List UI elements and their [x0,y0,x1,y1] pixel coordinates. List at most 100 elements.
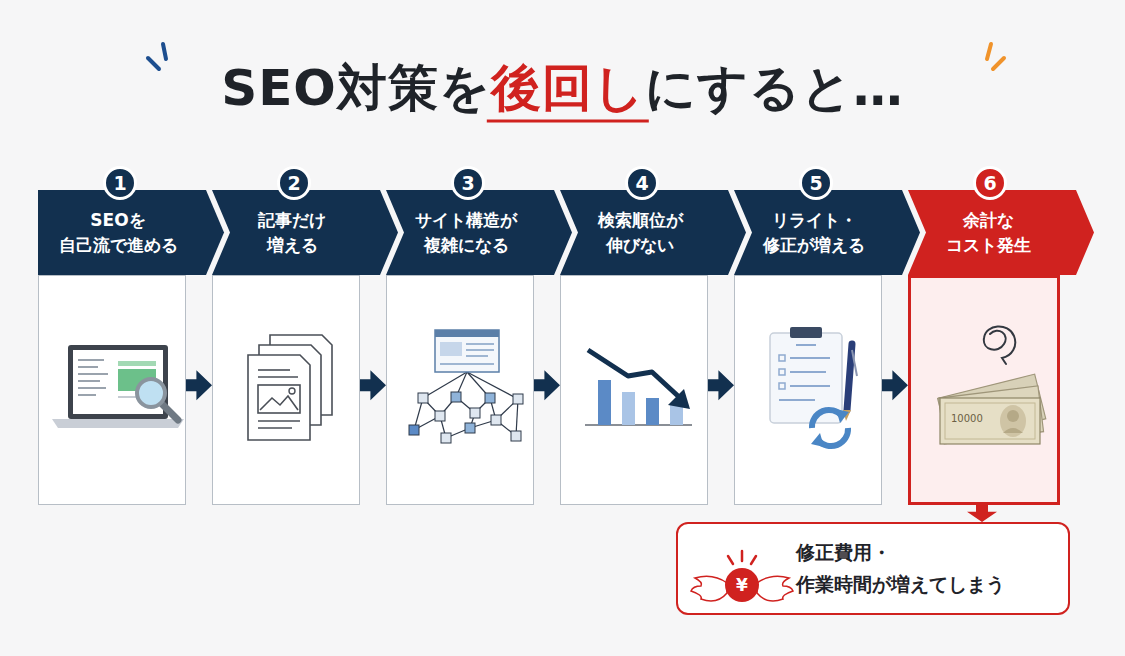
flow-arrow [534,370,560,400]
site-structure-icon-part-part [485,393,495,403]
site-structure-icon-part [466,343,494,345]
documents-icon-part [260,396,298,410]
site-structure-icon-part [466,349,494,351]
step-title: 記事だけ 増える [216,208,368,257]
documents-icon-part [289,388,295,394]
title-accent-part [987,44,991,59]
yen-icon-part [751,556,756,564]
laptop-icon [52,345,184,428]
step-number-text: 5 [809,174,822,193]
site-structure-icon-part-part [491,415,501,425]
laptop-icon-part [78,380,100,382]
site-structure-icon [409,330,523,443]
step-chevron: 余計な コスト発生6 [908,190,1056,505]
rewrite-icon-part [790,357,830,359]
rewrite-icon-part [779,355,785,361]
yen-icon-part [691,576,727,601]
rewrite-icon-part [779,383,785,389]
site-structure-icon-part-part [470,408,480,418]
step-number-text: 1 [113,174,126,193]
flow-arrow [967,505,997,522]
yen-icon-part [728,556,733,564]
chevron-fill [734,190,920,275]
money-icon-part [945,403,1035,439]
title-accent-part [993,58,1004,69]
site-structure-icon-part-part [451,392,461,402]
documents-icon-part [258,385,300,413]
yen-icon-part-part [757,576,793,601]
site-structure-icon-part-part [418,393,428,403]
arrow-shape [186,370,212,400]
header-area: 余計な コスト発生 [912,190,1064,275]
site-structure-icon-part-part [446,428,470,438]
site-structure-icon-part-part [496,399,518,420]
arrow-shape [967,505,997,522]
ranking-chart-icon-part [622,392,635,425]
header-area: 検索順位が 伸びない [564,190,716,275]
chevron-fill [212,190,398,275]
rewrite-icon-part [790,385,830,387]
ranking-chart-icon-part [670,405,683,425]
step-panel [560,275,708,505]
rewrite-icon-part [779,369,785,375]
ranking-chart-icon-part [598,380,611,425]
rewrite-icon-part [790,327,822,338]
site-structure-icon-part-part [456,397,475,413]
ranking-chart-icon [585,350,692,425]
step-number-text: 3 [461,174,474,193]
site-structure-icon-part-part [440,416,446,438]
laptop-icon-part [68,345,168,419]
site-structure-icon-part [409,392,523,443]
step-panel [734,275,882,505]
step-chevron: 検索順位が 伸びない4 [560,190,708,505]
site-structure-icon-part-part [467,372,490,398]
step-number: 5 [799,166,833,200]
laptop-icon-part [118,369,156,391]
step-number: 3 [451,166,485,200]
step-chevron: サイト構造が 複雑になる3 [386,190,534,505]
money-icon-part [1003,428,1023,433]
rewrite-icon-part [770,333,842,423]
laptop-icon-part [78,387,106,389]
step-chevron: SEOを 自己流で進める1 [38,190,186,505]
title-accent-part [148,58,159,69]
rewrite-icon-part [811,433,824,447]
rewrite-icon-part [812,410,842,428]
site-structure-icon-part-part [490,398,496,420]
step-number: 6 [973,166,1007,200]
step-title: サイト構造が 複雑になる [390,208,542,257]
step-number-text: 6 [983,174,996,193]
site-structure-icon-part [440,342,462,356]
laptop-icon-part [137,379,165,407]
documents-icon-part [258,420,300,422]
laptop-icon-part [162,404,178,420]
yen-icon-part [725,568,759,602]
chevron-shape [560,190,752,275]
documents-icon [248,335,332,440]
rewrite-icon-part [843,410,851,421]
money-icon-part [938,374,1046,443]
header-area: 記事だけ 増える [216,190,368,275]
header-area: リライト・ 修正が増える [738,190,890,275]
site-structure-icon-part-part [516,399,518,436]
arrow-shape [360,370,386,400]
site-structure-icon-part-part [441,433,451,443]
money-icon-part [940,398,1040,444]
rewrite-icon-part [847,344,852,410]
site-structure-icon-part-part [423,372,467,398]
rewrite-icon-part [790,371,826,373]
header-area: サイト構造が 複雑になる [390,190,542,275]
site-structure-icon-part-part [465,423,475,433]
step-chevron: 記事だけ 増える2 [212,190,360,505]
money-icon [938,326,1046,444]
laptop-icon-part [78,394,96,396]
site-structure-icon-part-part [435,411,445,421]
documents-icon-part [248,355,310,440]
chevron-fill [386,190,572,275]
flow-arrow [360,370,386,400]
ranking-chart-icon-part [646,398,659,425]
site-structure-icon-part-part [467,372,518,399]
step-number: 2 [277,166,311,200]
arrow-shape [708,370,734,400]
step-number: 1 [103,166,137,200]
